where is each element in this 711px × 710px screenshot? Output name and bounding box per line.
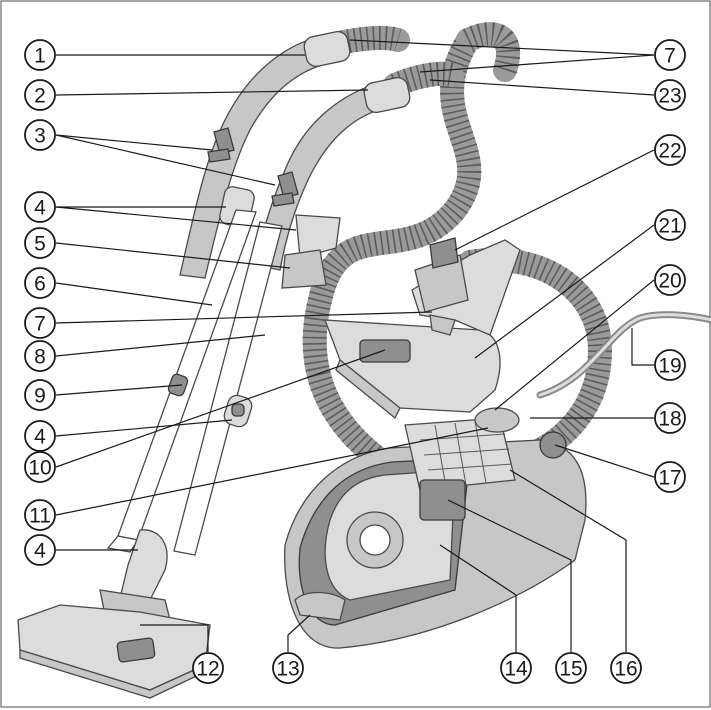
callout-15: 15 — [555, 652, 587, 684]
callout-3: 3 — [24, 119, 56, 151]
callout-label: 4 — [34, 197, 46, 220]
callout-label: 12 — [196, 658, 219, 681]
callout-label: 17 — [658, 467, 681, 490]
hose-handle-left — [179, 30, 351, 279]
lid-catch — [474, 407, 520, 433]
callout-label: 8 — [34, 346, 46, 369]
callout-label: 5 — [34, 233, 46, 256]
callout-8: 8 — [24, 340, 56, 372]
callout-label: 6 — [34, 273, 46, 296]
callout-16: 16 — [610, 652, 642, 684]
callout-17: 17 — [654, 461, 686, 493]
motor-filter — [419, 479, 466, 521]
callout-label: 21 — [658, 215, 681, 238]
callout-21: 21 — [654, 209, 686, 241]
callout-label: 4 — [34, 540, 46, 563]
callout-9: 9 — [24, 379, 56, 411]
callout-label: 18 — [658, 408, 681, 431]
callout-7b: 7 — [654, 39, 686, 71]
lid — [324, 319, 501, 420]
callout-13: 13 — [272, 652, 304, 684]
callout-2: 2 — [24, 79, 56, 111]
filter-grid — [404, 417, 516, 491]
callout-6: 6 — [24, 267, 56, 299]
callout-label: 9 — [34, 385, 46, 408]
accessory-clip — [281, 214, 341, 289]
callout-label: 3 — [34, 125, 46, 148]
callout-label: 1 — [34, 45, 46, 68]
hose-handle-right — [254, 76, 411, 271]
leader-lines — [55, 39, 655, 652]
callout-23: 23 — [654, 79, 686, 111]
callout-20: 20 — [654, 264, 686, 296]
callout-label: 22 — [658, 140, 681, 163]
power-cord — [536, 311, 711, 399]
callout-22: 22 — [654, 134, 686, 166]
hose-connector-accessory — [411, 237, 521, 336]
cord-rewind — [539, 431, 567, 459]
callout-label: 15 — [559, 658, 582, 681]
vacuum-body — [284, 319, 587, 649]
callout-label: 16 — [614, 658, 637, 681]
callout-14: 14 — [500, 652, 532, 684]
callout-10: 10 — [24, 451, 56, 483]
callout-label: 4 — [34, 426, 46, 449]
floor-head — [17, 529, 211, 699]
callout-label: 7 — [34, 313, 46, 336]
callout-label: 2 — [34, 85, 46, 108]
callout-5: 5 — [24, 227, 56, 259]
callout-12: 12 — [192, 652, 224, 684]
telescopic-tube-right — [173, 221, 283, 556]
callout-label: 10 — [28, 457, 51, 480]
callout-label: 7 — [664, 45, 676, 68]
callout-label: 13 — [276, 658, 299, 681]
callout-18: 18 — [654, 402, 686, 434]
callout-label: 11 — [29, 505, 51, 528]
callout-19: 19 — [654, 349, 686, 381]
callout-4a: 4 — [24, 191, 56, 223]
callout-label: 19 — [658, 355, 681, 378]
callout-4c: 4 — [24, 534, 56, 566]
callout-4b: 4 — [24, 420, 56, 452]
callout-label: 20 — [658, 270, 681, 293]
callout-label: 14 — [504, 658, 528, 681]
callout-1: 1 — [24, 39, 56, 71]
callout-7a: 7 — [24, 307, 56, 339]
callout-11: 11 — [24, 499, 56, 531]
callout-label: 23 — [658, 85, 681, 108]
